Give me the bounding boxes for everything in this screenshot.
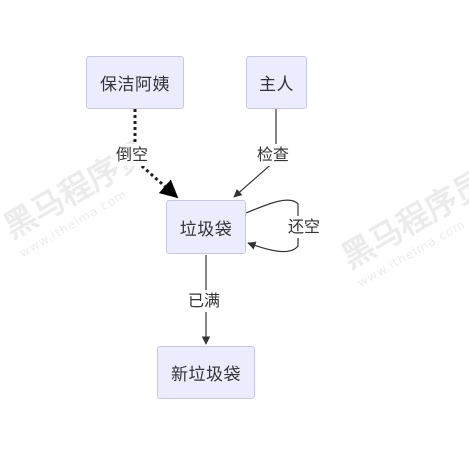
edge-label-check: 检查 [254, 144, 293, 166]
node-owner-label: 主人 [259, 75, 294, 95]
edge-label-dump: 倒空 [113, 144, 152, 166]
node-trash-bag-label: 垃圾袋 [179, 219, 233, 240]
node-new-trash-bag[interactable]: 新垃圾袋 [157, 346, 255, 399]
edge-label-return-empty: 还空 [285, 216, 324, 238]
node-trash-bag[interactable]: 垃圾袋 [166, 200, 246, 254]
node-new-trash-bag-label: 新垃圾袋 [171, 365, 241, 385]
node-cleaner-label: 保洁阿姨 [100, 75, 170, 95]
node-cleaner[interactable]: 保洁阿姨 [86, 56, 184, 109]
node-owner[interactable]: 主人 [246, 56, 307, 109]
edge-label-full: 已满 [185, 290, 224, 312]
